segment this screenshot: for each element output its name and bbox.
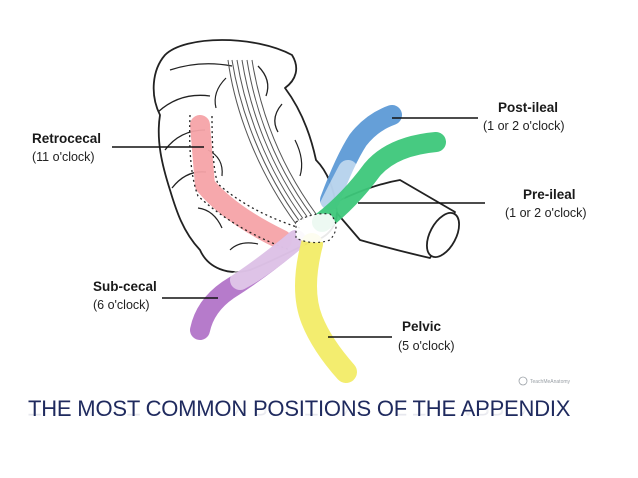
label-post-ileal-clock: (1 or 2 o'clock): [483, 119, 565, 133]
credit-watermark: TeachMeAnatomy: [518, 376, 571, 386]
label-post-ileal: Post-ileal: [498, 100, 558, 115]
label-sub-cecal: Sub-cecal: [93, 279, 157, 294]
label-pelvic: Pelvic: [402, 319, 442, 334]
label-retrocecal: Retrocecal: [32, 131, 101, 146]
page-title-reflection: THE MOST COMMON POSITIONS OF THE APPENDI…: [28, 395, 571, 420]
copyright-icon: [518, 376, 528, 386]
appendix-pre-ileal: [312, 132, 446, 232]
label-pre-ileal-clock: (1 or 2 o'clock): [505, 206, 587, 220]
page-title: THE MOST COMMON POSITIONS OF THE APPENDI…: [28, 396, 571, 421]
label-pre-ileal: Pre-ileal: [523, 187, 576, 202]
appendix-sub-cecal: [190, 230, 306, 340]
credit-text: TeachMeAnatomy: [530, 379, 571, 385]
label-pelvic-clock: (5 o'clock): [398, 339, 455, 353]
ileum: [329, 179, 460, 259]
label-retrocecal-clock: (11 o'clock): [32, 150, 95, 164]
label-sub-cecal-clock: (6 o'clock): [93, 298, 150, 312]
appendix-pelvic: [295, 233, 357, 383]
leader-lines: [112, 117, 485, 338]
